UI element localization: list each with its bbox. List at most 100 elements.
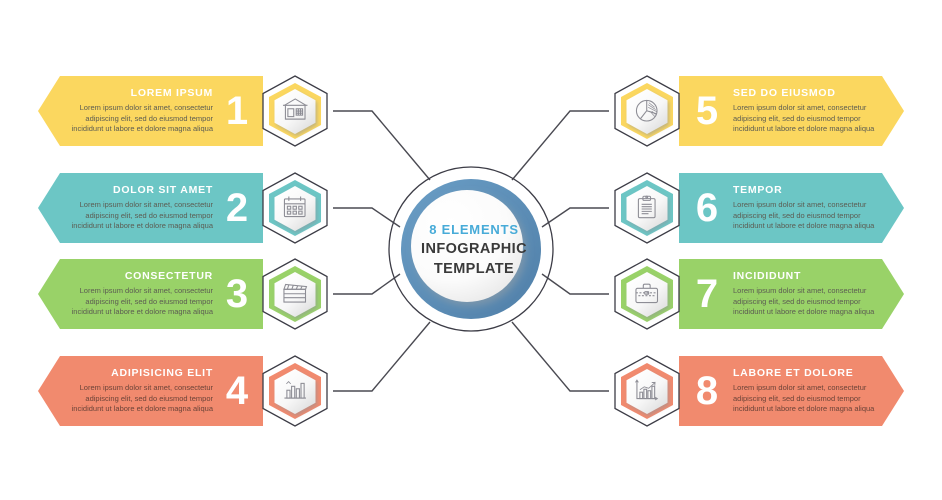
hex-icon-glyph xyxy=(283,196,306,218)
hex-badge-5[interactable] xyxy=(609,73,685,149)
banner-title-7: INCIDIDUNT xyxy=(733,270,802,283)
banner-title-8: LABORE ET DOLORE xyxy=(733,367,854,380)
hex-badge-graphic-4 xyxy=(262,355,328,427)
banner-body-line-3-6: incididunt ut labore et dolore magna ali… xyxy=(733,221,875,231)
hex-inner-face xyxy=(274,272,316,317)
banner-number-7: 7 xyxy=(695,272,719,316)
banner-body-line-2-4: adipiscing elit, sed do eiusmod tempor xyxy=(85,393,213,403)
banner-number-8: 8 xyxy=(695,369,719,413)
banner-fill xyxy=(679,259,904,329)
center-emblem-graphic xyxy=(388,166,554,332)
banner-body-line-3-8: incididunt ut labore et dolore magna ali… xyxy=(733,404,875,414)
hex-badge-graphic-1 xyxy=(262,75,328,147)
banner-content-8: 8 LABORE ET DOLORE Lorem ipsum dolor sit… xyxy=(679,356,904,426)
banner-fill xyxy=(679,76,904,146)
banner-4[interactable]: ADIPISICING ELIT Lorem ipsum dolor sit a… xyxy=(38,356,263,426)
banner-body-line-2-6: adipiscing elit, sed do eiusmod tempor xyxy=(733,210,861,220)
center-emblem: 8 ELEMENTS INFOGRAPHIC TEMPLATE xyxy=(386,164,556,334)
banner-text-block-3: CONSECTETUR Lorem ipsum dolor sit amet, … xyxy=(58,270,213,318)
hex-inner-face xyxy=(626,89,668,134)
hex-icon-glyph xyxy=(283,283,308,303)
banner-text-block-5: SED DO EIUSMOD Lorem ipsum dolor sit ame… xyxy=(733,87,886,135)
hex-icon-glyph xyxy=(637,195,656,219)
banner-shape-6 xyxy=(679,173,904,243)
banner-body-line-2-1: adipiscing elit, sed do eiusmod tempor xyxy=(85,113,213,123)
banner-body-line-1-1: Lorem ipsum dolor sit amet, consectetur xyxy=(79,103,213,113)
banner-fill xyxy=(679,356,904,426)
banner-body-line-3-7: incididunt ut labore et dolore magna ali… xyxy=(733,307,875,317)
banner-title-3: CONSECTETUR xyxy=(124,270,213,283)
banner-shape-4 xyxy=(38,356,263,426)
banner-title-4: ADIPISICING ELIT xyxy=(111,367,213,380)
banner-content-5: 5 SED DO EIUSMOD Lorem ipsum dolor sit a… xyxy=(679,76,904,146)
hex-badge-6[interactable] xyxy=(609,170,685,246)
banner-content-3: CONSECTETUR Lorem ipsum dolor sit amet, … xyxy=(38,259,263,329)
banner-body-line-1-6: Lorem ipsum dolor sit amet, consectetur xyxy=(733,200,867,210)
banner-body-line-1-2: Lorem ipsum dolor sit amet, consectetur xyxy=(79,200,213,210)
hex-badge-graphic-5 xyxy=(614,75,680,147)
hex-inner-face xyxy=(274,186,316,231)
hex-badge-7[interactable] xyxy=(609,256,685,332)
banner-number-2: 2 xyxy=(225,186,249,230)
hex-badge-8[interactable] xyxy=(609,353,685,429)
banner-shape-5 xyxy=(679,76,904,146)
banner-content-4: ADIPISICING ELIT Lorem ipsum dolor sit a… xyxy=(38,356,263,426)
banner-text-block-8: LABORE ET DOLORE Lorem ipsum dolor sit a… xyxy=(733,367,886,415)
banner-title-6: TEMPOR xyxy=(733,184,783,197)
hex-badge-graphic-7 xyxy=(614,258,680,330)
banner-body-line-2-8: adipiscing elit, sed do eiusmod tempor xyxy=(733,393,861,403)
hex-badge-1[interactable] xyxy=(257,73,333,149)
hex-icon-glyph xyxy=(284,380,307,399)
banner-shape-1 xyxy=(38,76,263,146)
banner-3[interactable]: CONSECTETUR Lorem ipsum dolor sit amet, … xyxy=(38,259,263,329)
hex-inner-face xyxy=(274,89,316,134)
banner-body-line-3-1: incididunt ut labore et dolore magna ali… xyxy=(71,124,213,134)
banner-text-block-6: TEMPOR Lorem ipsum dolor sit amet, conse… xyxy=(733,184,886,232)
hex-icon-glyph xyxy=(282,98,308,120)
banner-body-line-2-2: adipiscing elit, sed do eiusmod tempor xyxy=(85,210,213,220)
banner-body-line-3-3: incididunt ut labore et dolore magna ali… xyxy=(71,307,213,317)
banner-content-6: 6 TEMPOR Lorem ipsum dolor sit amet, con… xyxy=(679,173,904,243)
banner-shape-3 xyxy=(38,259,263,329)
banner-7[interactable]: 7 INCIDIDUNT Lorem ipsum dolor sit amet,… xyxy=(679,259,904,329)
banner-content-7: 7 INCIDIDUNT Lorem ipsum dolor sit amet,… xyxy=(679,259,904,329)
banner-text-block-7: INCIDIDUNT Lorem ipsum dolor sit amet, c… xyxy=(733,270,886,318)
banner-body-line-3-2: incididunt ut labore et dolore magna ali… xyxy=(71,221,213,231)
banner-fill xyxy=(679,173,904,243)
banner-body-line-3-5: incididunt ut labore et dolore magna ali… xyxy=(733,124,875,134)
banner-shape-2 xyxy=(38,173,263,243)
hex-badge-4[interactable] xyxy=(257,353,333,429)
banner-body-line-3-4: incididunt ut labore et dolore magna ali… xyxy=(71,404,213,414)
banner-content-1: LOREM IPSUM Lorem ipsum dolor sit amet, … xyxy=(38,76,263,146)
banner-5[interactable]: 5 SED DO EIUSMOD Lorem ipsum dolor sit a… xyxy=(679,76,904,146)
banner-text-block-4: ADIPISICING ELIT Lorem ipsum dolor sit a… xyxy=(58,367,213,415)
hex-badge-2[interactable] xyxy=(257,170,333,246)
inner-disc xyxy=(411,190,523,302)
banner-8[interactable]: 8 LABORE ET DOLORE Lorem ipsum dolor sit… xyxy=(679,356,904,426)
banner-2[interactable]: DOLOR SIT AMET Lorem ipsum dolor sit ame… xyxy=(38,173,263,243)
banner-fill xyxy=(38,173,263,243)
banner-content-2: DOLOR SIT AMET Lorem ipsum dolor sit ame… xyxy=(38,173,263,243)
banner-title-5: SED DO EIUSMOD xyxy=(733,87,836,100)
banner-1[interactable]: LOREM IPSUM Lorem ipsum dolor sit amet, … xyxy=(38,76,263,146)
banner-title-2: DOLOR SIT AMET xyxy=(113,184,213,197)
banner-body-line-1-8: Lorem ipsum dolor sit amet, consectetur xyxy=(733,383,867,393)
banner-body-line-1-4: Lorem ipsum dolor sit amet, consectetur xyxy=(79,383,213,393)
banner-shape-7 xyxy=(679,259,904,329)
banner-number-5: 5 xyxy=(695,89,719,133)
banner-number-3: 3 xyxy=(225,272,249,316)
hex-badge-graphic-3 xyxy=(262,258,328,330)
banner-6[interactable]: 6 TEMPOR Lorem ipsum dolor sit amet, con… xyxy=(679,173,904,243)
banner-shape-8 xyxy=(679,356,904,426)
hex-badge-graphic-8 xyxy=(614,355,680,427)
banner-body-line-2-3: adipiscing elit, sed do eiusmod tempor xyxy=(85,296,213,306)
banner-text-block-2: DOLOR SIT AMET Lorem ipsum dolor sit ame… xyxy=(58,184,213,232)
banner-body-line-1-5: Lorem ipsum dolor sit amet, consectetur xyxy=(733,103,867,113)
hex-icon-glyph xyxy=(635,99,658,122)
hex-badge-graphic-2 xyxy=(262,172,328,244)
banner-body-line-2-7: adipiscing elit, sed do eiusmod tempor xyxy=(733,296,861,306)
banner-fill xyxy=(38,76,263,146)
banner-title-1: LOREM IPSUM xyxy=(130,87,213,100)
hex-badge-3[interactable] xyxy=(257,256,333,332)
